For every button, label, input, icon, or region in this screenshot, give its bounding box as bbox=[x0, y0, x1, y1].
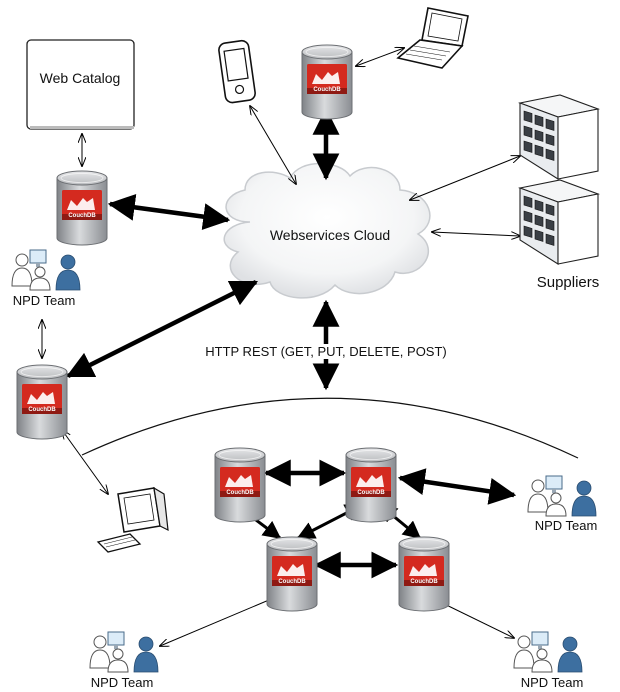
couchdb-label: CouchDB bbox=[313, 87, 341, 93]
team-people-icon bbox=[527, 475, 597, 517]
npd-team-label-bottom-left: NPD Team bbox=[90, 675, 154, 690]
team-groups bbox=[11, 249, 597, 673]
couchdb-database-icon bbox=[301, 44, 353, 120]
cloud-label: Webservices Cloud bbox=[269, 227, 391, 243]
arrow-cloud-supplier1 bbox=[410, 156, 520, 200]
couchdb-database-icon bbox=[56, 170, 108, 246]
arrow-db-laptop bbox=[356, 48, 404, 66]
web-catalog-box bbox=[26, 39, 135, 130]
couchdb-label: CouchDB bbox=[410, 579, 438, 585]
couchdb-label: CouchDB bbox=[68, 213, 96, 219]
team-people-icon bbox=[89, 631, 159, 673]
web-catalog-label: Web Catalog bbox=[39, 70, 121, 86]
office-building-icon bbox=[517, 179, 601, 265]
arrow-db2-team bbox=[397, 468, 517, 505]
arrow-left-db-cloud bbox=[65, 279, 259, 379]
supplier-buildings bbox=[517, 94, 601, 265]
couchdb-label: CouchDB bbox=[278, 579, 306, 585]
desktop-computer-icon bbox=[96, 486, 169, 553]
npd-team-label-bottom-right: NPD Team bbox=[520, 675, 584, 690]
database-group bbox=[16, 44, 450, 612]
npd-team-label-left: NPD Team bbox=[12, 293, 76, 308]
laptop-icon bbox=[396, 7, 469, 69]
arrow-catalog-db-cloud bbox=[107, 193, 231, 231]
couchdb-database-icon bbox=[16, 364, 68, 440]
suppliers-label: Suppliers bbox=[536, 274, 600, 291]
npd-team-label-right: NPD Team bbox=[534, 518, 598, 533]
local-network-arc bbox=[81, 397, 579, 459]
office-building-icon bbox=[517, 94, 601, 180]
couchdb-database-icon bbox=[214, 447, 266, 523]
couchdb-label: CouchDB bbox=[28, 407, 56, 413]
couchdb-label: CouchDB bbox=[226, 490, 254, 496]
team-people-icon bbox=[513, 631, 583, 673]
arrow-db-desktop bbox=[62, 430, 108, 494]
couchdb-database-icon bbox=[266, 536, 318, 612]
team-people-icon bbox=[11, 249, 81, 291]
couchdb-database-icon bbox=[398, 536, 450, 612]
arrow-cloud-supplier2 bbox=[432, 232, 520, 236]
arrow-pda-cloud bbox=[250, 106, 296, 184]
arrow-db3-team bbox=[160, 597, 276, 646]
pda-icon bbox=[218, 39, 256, 104]
couchdb-database-icon bbox=[345, 447, 397, 523]
thick-arrows bbox=[65, 107, 517, 579]
http-rest-label: HTTP REST (GET, PUT, DELETE, POST) bbox=[203, 344, 449, 359]
couchdb-label: CouchDB bbox=[357, 490, 385, 496]
